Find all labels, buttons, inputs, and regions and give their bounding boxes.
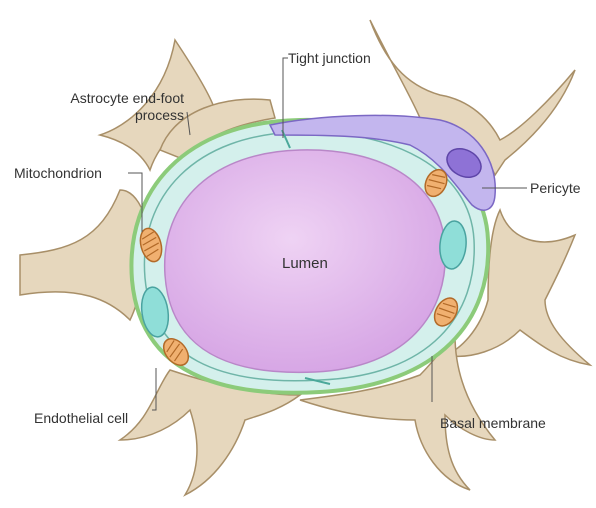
label-astrocyte-line2: process (26, 107, 184, 124)
label-basal-membrane: Basal membrane (440, 415, 546, 432)
label-tight-junction: Tight junction (288, 50, 371, 67)
label-pericyte: Pericyte (530, 180, 581, 197)
astrocyte-process-left (20, 190, 148, 320)
label-mitochondrion: Mitochondrion (14, 165, 102, 182)
label-astrocyte-line1: Astrocyte end-foot (26, 90, 184, 107)
label-lumen: Lumen (282, 255, 328, 272)
label-astrocyte-end-foot-process: Astrocyte end-foot process (26, 90, 184, 124)
label-endothelial-cell: Endothelial cell (34, 410, 128, 427)
